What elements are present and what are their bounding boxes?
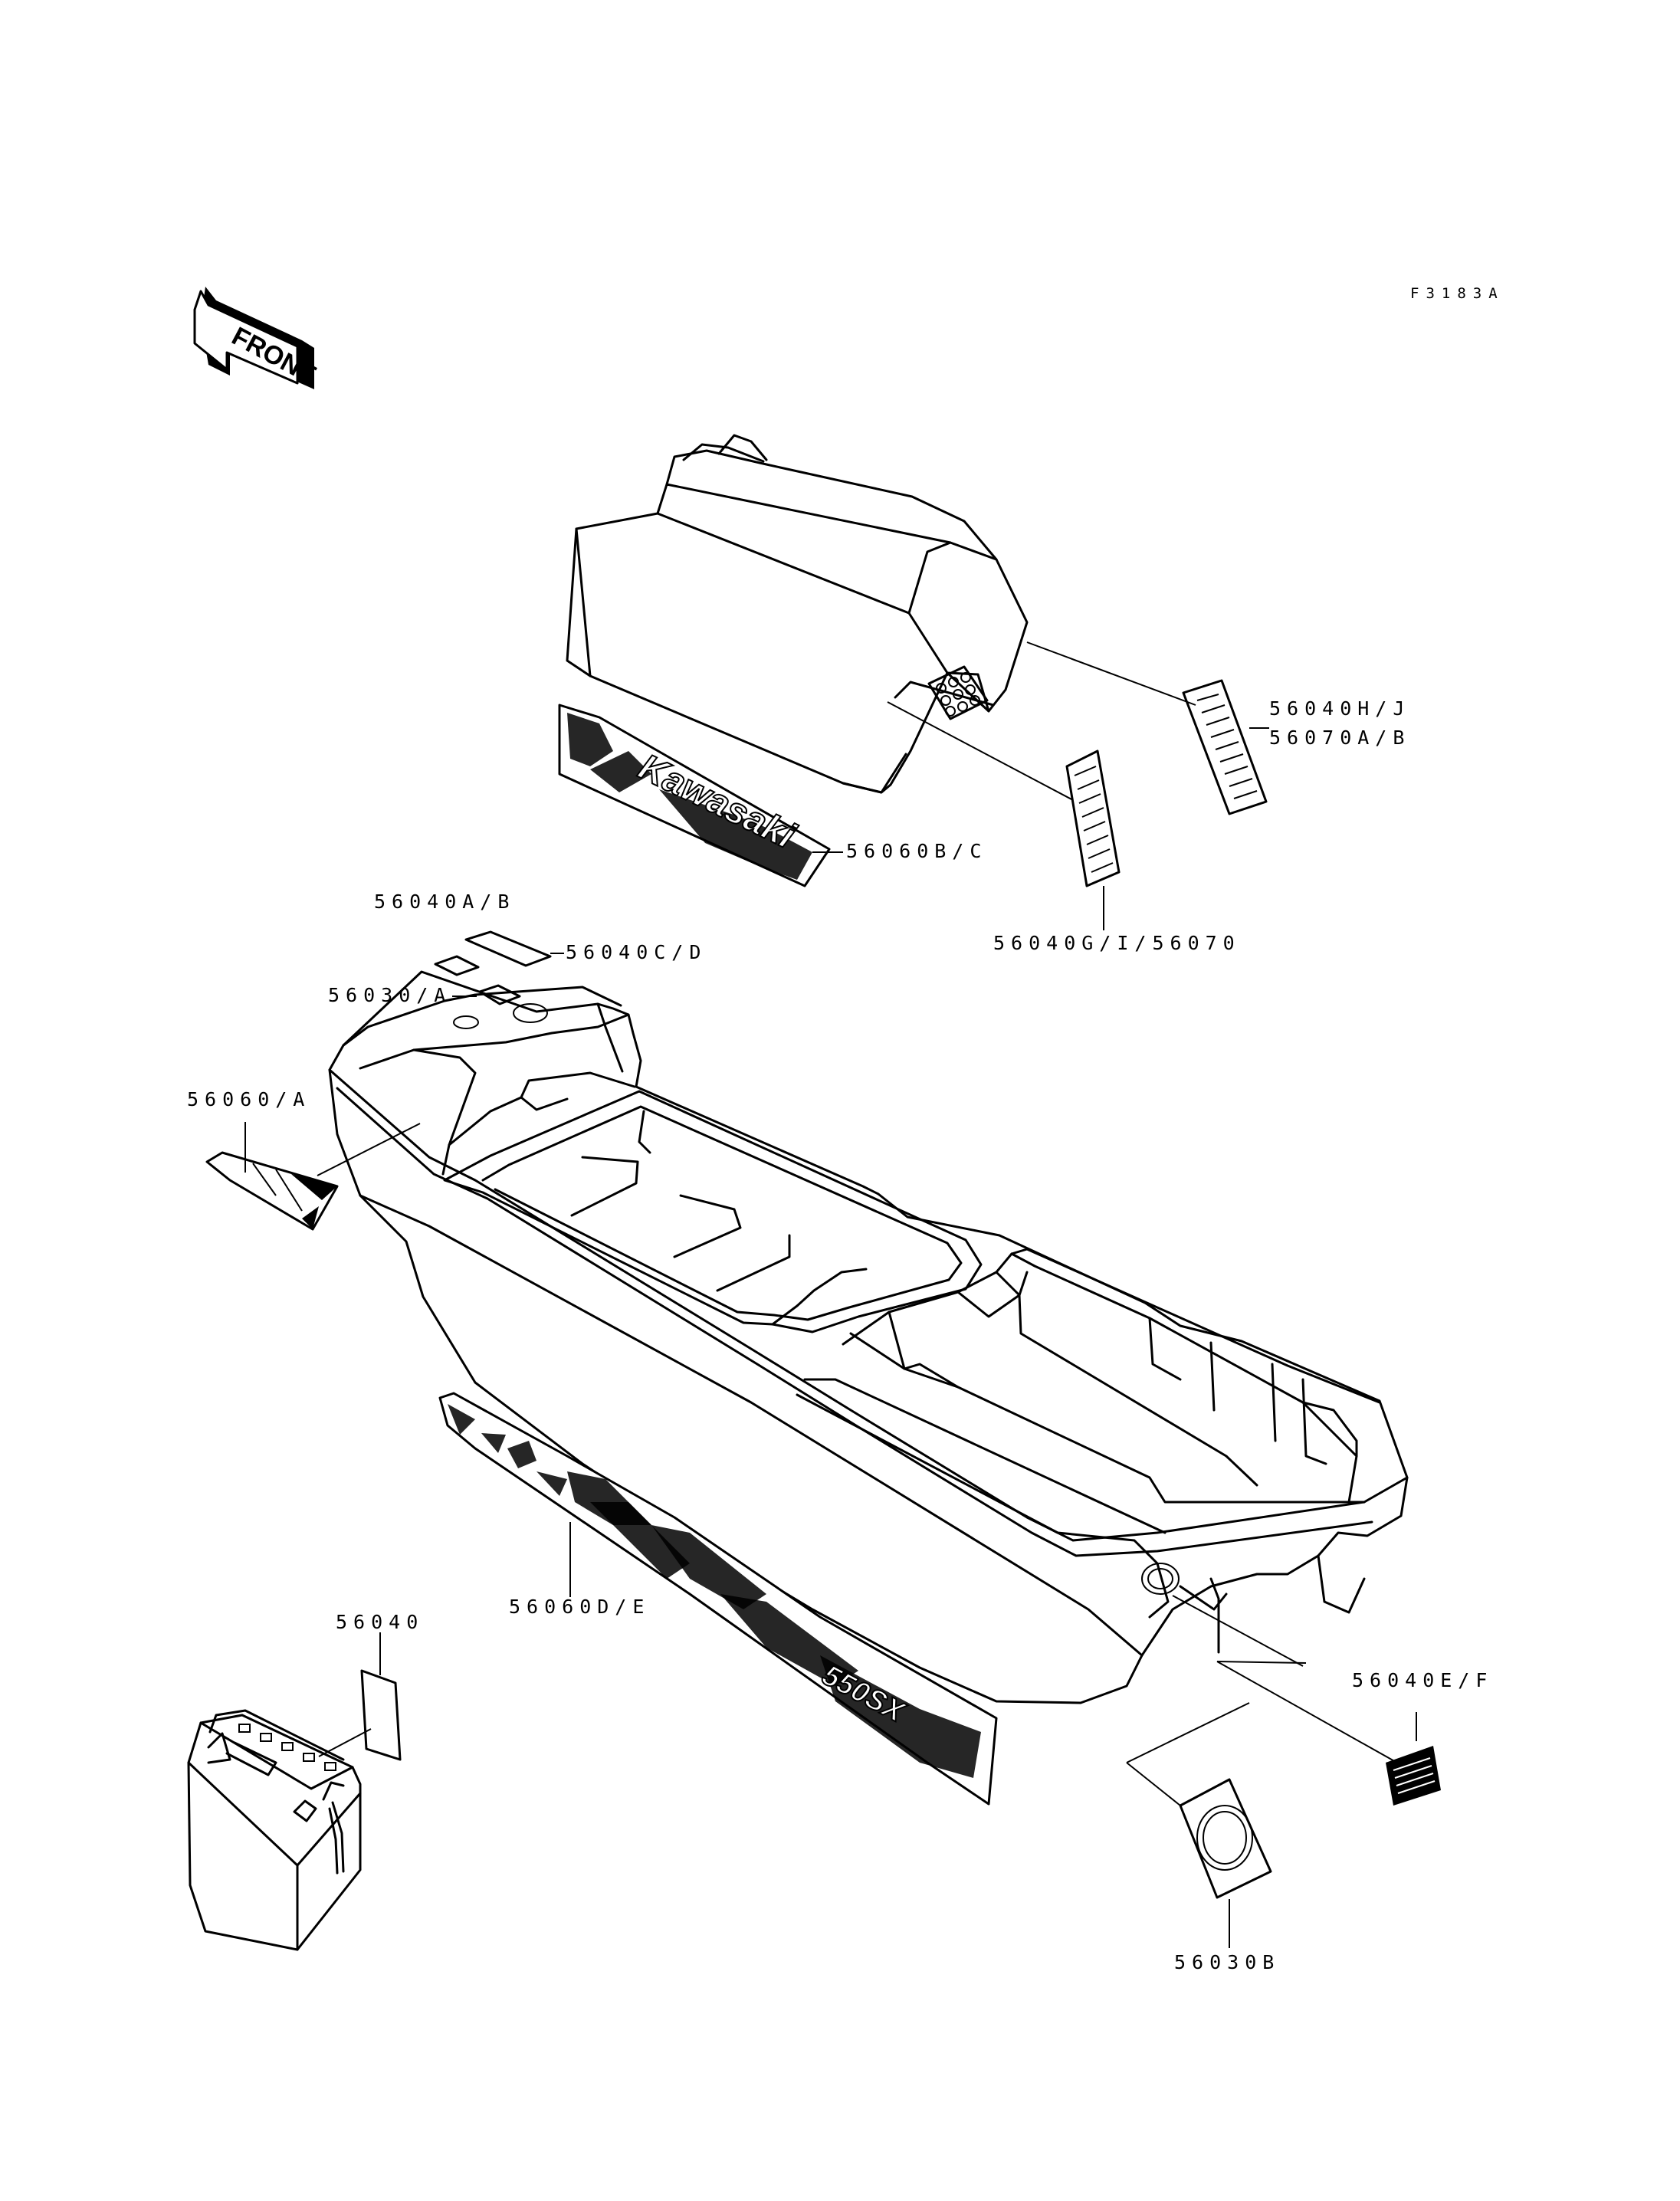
label-56030A: 56030/A — [328, 984, 452, 1006]
small-decal-56040AB — [434, 955, 480, 976]
hood-decal — [205, 1151, 339, 1231]
rear-decal-56040EF — [1386, 1746, 1441, 1806]
small-decal-56030A — [478, 984, 521, 1005]
label-56040CD: 56040C/D — [566, 941, 707, 963]
rear-decal-56030B — [1179, 1778, 1272, 1899]
label-56040: 56040 — [336, 1611, 425, 1633]
label-56040EF: 56040E/F — [1352, 1669, 1494, 1691]
label-56060A: 56060/A — [187, 1088, 311, 1110]
small-decal-56040CD — [464, 930, 552, 967]
pad-decal-right — [1182, 679, 1268, 815]
battery-label-decal — [360, 1669, 402, 1761]
kawasaki-decal: Kawasaki — [558, 704, 831, 887]
label-56060BC: 56060B/C — [846, 840, 988, 862]
label-56040AB: 56040A/B — [374, 891, 516, 913]
hull — [328, 970, 1409, 1704]
front-arrow-icon: FRONT — [193, 287, 320, 389]
label-56030B: 56030B — [1174, 1951, 1281, 1973]
pad-decal-left — [1065, 750, 1121, 887]
seat-cover — [566, 434, 1029, 794]
label-56060DE: 56060D/E — [509, 1596, 651, 1618]
drawing-code: F3183A — [1410, 285, 1504, 302]
label-56040HJ: 56040H/J — [1269, 697, 1411, 720]
label-56040GI-56070: 56040G/I/56070 — [993, 932, 1241, 954]
label-56070AB: 56070A/B — [1269, 727, 1411, 749]
side-decal: 550SX — [438, 1392, 998, 1806]
battery — [187, 1709, 362, 1951]
